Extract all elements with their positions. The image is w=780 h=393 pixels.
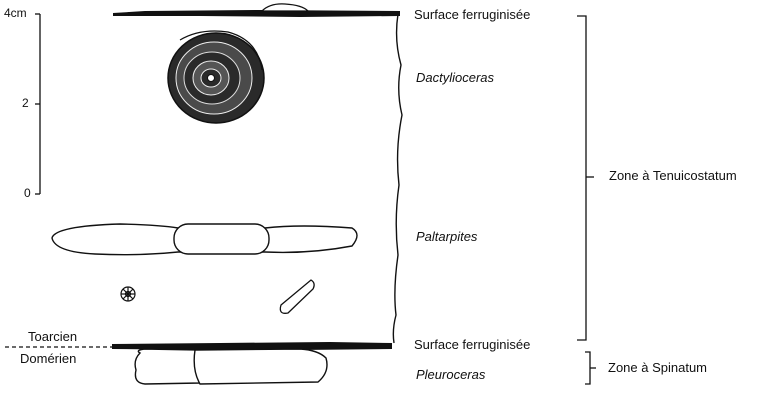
round-fossil-icon — [121, 287, 135, 301]
top-surface-label: Surface ferruginisée — [414, 7, 530, 22]
scale-bar — [35, 14, 40, 194]
top-ferruginous-surface — [113, 10, 400, 17]
paltarpites-nodule — [52, 224, 357, 255]
zone-tenuicostatum-label: Zone à Tenuicostatum — [609, 168, 737, 183]
scale-tick-2: 2 — [22, 96, 29, 111]
section-right-wall — [393, 14, 402, 343]
stage-toarcien-label: Toarcien — [28, 329, 77, 344]
dactylioceras-ammonite-icon — [168, 31, 264, 123]
scale-tick-0: 0 — [24, 186, 31, 201]
scale-unit-label: 4cm — [4, 6, 27, 21]
bottom-surface-label: Surface ferruginisée — [414, 337, 530, 352]
pleuroceras-bed-nodules — [135, 349, 327, 384]
stage-domerien-label: Domérien — [20, 351, 76, 366]
belemnite-icon — [280, 280, 314, 313]
dactylioceras-label: Dactylioceras — [416, 70, 494, 85]
paltarpites-label: Paltarpites — [416, 229, 477, 244]
zone-brackets — [577, 16, 596, 384]
pleuroceras-label: Pleuroceras — [416, 367, 485, 382]
top-surface-nodule — [262, 4, 308, 11]
zone-spinatum-label: Zone à Spinatum — [608, 360, 707, 375]
